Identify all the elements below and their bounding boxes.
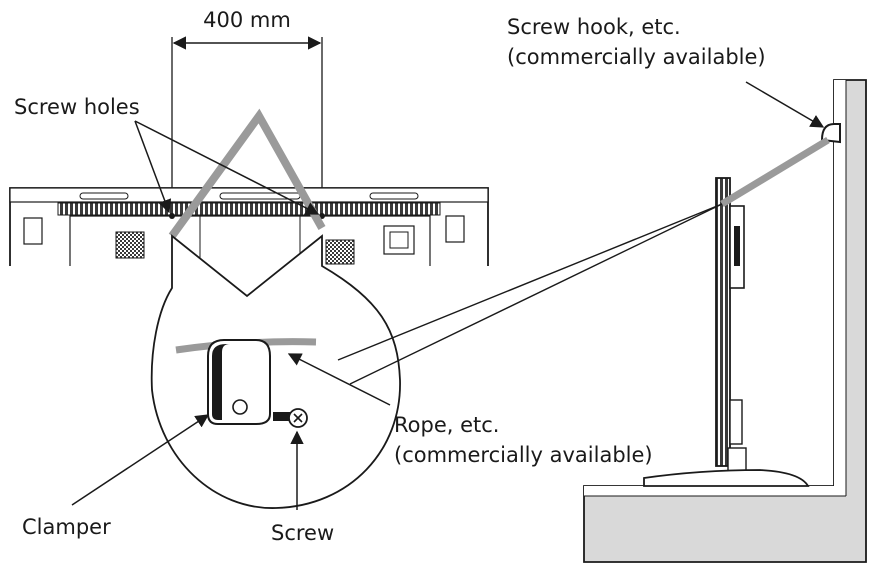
rope-to-hook <box>720 137 830 207</box>
rope-label-line1: Rope, etc. <box>394 413 499 437</box>
side-view <box>583 79 867 563</box>
tv-rear-vent-right <box>325 239 355 265</box>
rope-label-line2: (commercially available) <box>394 443 653 467</box>
connector-line-lower <box>349 203 723 385</box>
screw-hole-left-icon <box>169 213 175 219</box>
wall-floor-surface <box>584 80 846 496</box>
clamper-icon <box>207 339 271 425</box>
screw-hook-label-line2: (commercially available) <box>507 45 766 69</box>
tv-side-lower-module <box>729 399 743 445</box>
tv-rear-slot-1 <box>79 192 129 200</box>
tv-rear-vent-left <box>115 231 145 259</box>
clamper-arrow <box>71 414 210 506</box>
tv-side-panel <box>715 177 731 467</box>
clamper-shadow <box>212 344 230 420</box>
screw-hook-arrow <box>745 81 825 128</box>
clamper-hole-icon <box>232 399 248 415</box>
screw-holes-label: Screw holes <box>14 95 140 119</box>
screw-shaft-icon <box>273 412 295 421</box>
tv-side-back-slot <box>734 226 740 266</box>
tv-rear-view <box>9 187 489 266</box>
screw-holes-arrow-right <box>134 120 320 215</box>
dimension-400mm: 400 mm <box>171 8 323 214</box>
dimension-label: 400 mm <box>203 8 291 32</box>
tv-rear-connector-left <box>23 217 43 245</box>
leader-lines <box>71 81 825 510</box>
screw-hook-icon <box>820 123 841 144</box>
tv-rear-connector-right <box>445 215 465 243</box>
rope-loop-rear <box>168 108 326 239</box>
tv-rear-inner-panel <box>69 215 431 266</box>
tv-rear-slot-3 <box>369 192 419 200</box>
clamper-label: Clamper <box>22 515 111 539</box>
connector-line-upper <box>337 203 723 361</box>
tv-stand-neck <box>727 447 747 473</box>
rope-arrow <box>287 353 391 406</box>
screw-slot-icon <box>293 413 303 423</box>
screw-hook-label-line1: Screw hook, etc. <box>507 15 681 39</box>
tv-rear-block-inner <box>389 231 409 249</box>
tv-stand-base <box>643 469 810 487</box>
screw-holes-arrow-left <box>134 120 172 214</box>
tv-rear-ribbed-strip <box>57 202 441 216</box>
screw-label: Screw <box>271 521 334 545</box>
detail-magnifier <box>150 234 401 509</box>
magnifier-outline <box>150 234 401 509</box>
